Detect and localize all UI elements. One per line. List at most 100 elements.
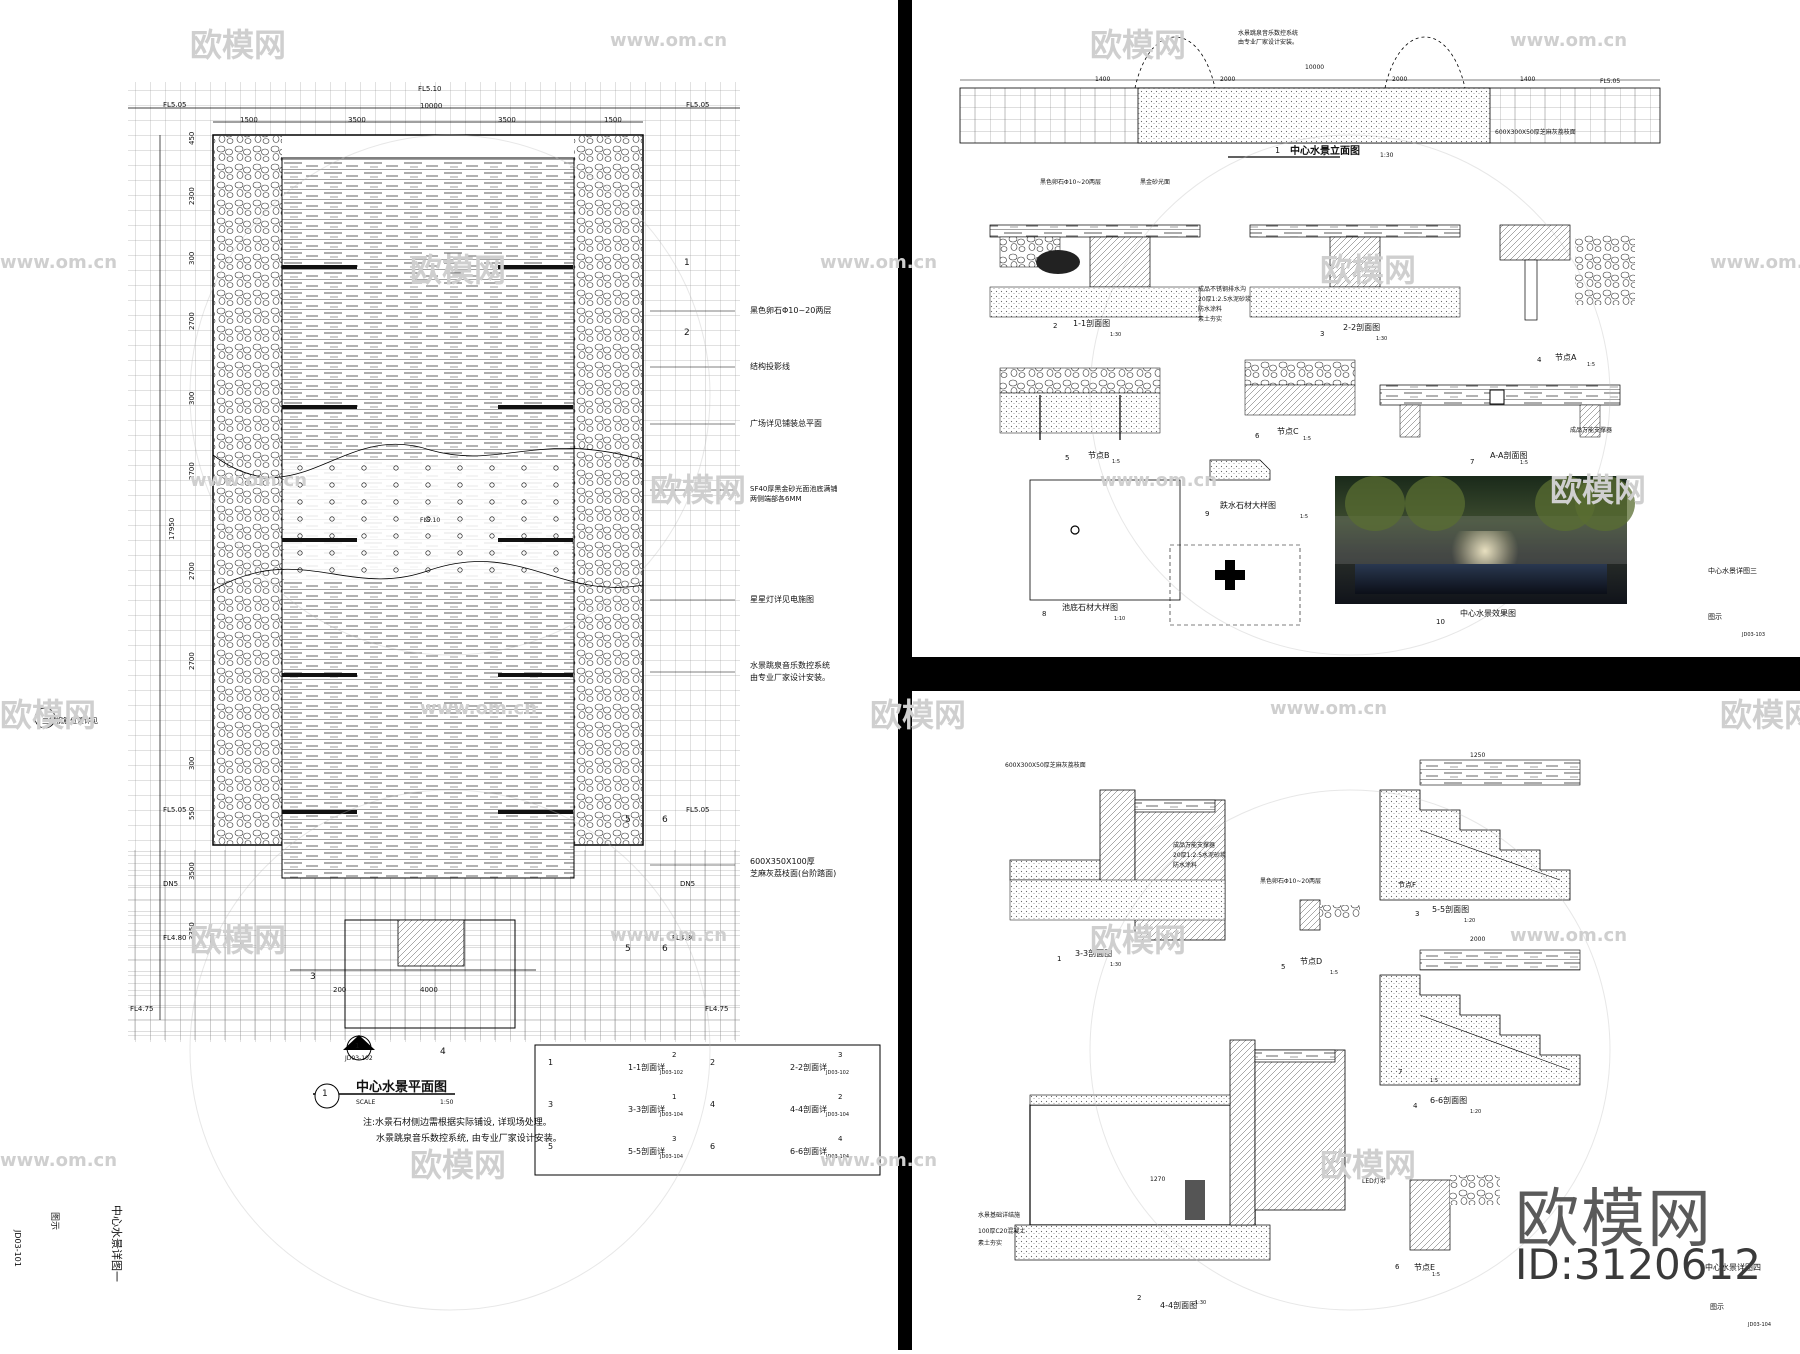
fountain-jet (393, 550, 399, 556)
elev-dim-5: 1400 (1520, 76, 1536, 83)
legend-label-b1: 2-2剖面详 (790, 1063, 828, 1072)
section-mark-4: 4 (440, 1047, 446, 1057)
callout-fountain-1: 水景跳泉音乐数控系统 (750, 661, 830, 670)
watermark-url-8: www.om.cn (420, 698, 538, 719)
node-a (1499, 224, 1635, 321)
watermark-brand-8: 欧模网 (870, 696, 967, 734)
level-tr: FL5.05 (686, 101, 710, 109)
watermark-url-4: www.om.cn (820, 252, 938, 273)
legend-label-a3: 5-5剖面详 (628, 1147, 666, 1156)
detail-7-no: 7 (1470, 458, 1475, 466)
tr-callout-2: 黑金砂光面 (1140, 179, 1171, 186)
br-detail-5-scale: 1:5 (1330, 970, 1339, 976)
node-d (1299, 899, 1360, 931)
dim-left: 300 (188, 756, 196, 770)
fountain-jet (425, 465, 431, 471)
fountain-jet (489, 567, 495, 573)
fountain-jet (361, 550, 367, 556)
fountain-jet (553, 550, 559, 556)
fountain-jet (329, 499, 335, 505)
fountain-jet (329, 465, 335, 471)
detail-5-scale: 1:5 (1112, 459, 1121, 465)
level-center: FL5.10 (420, 517, 441, 524)
sheet-name-left: 中心水景详图一 (110, 1205, 123, 1282)
sheet-divider-horizontal (898, 657, 1800, 691)
detail-3-no: 3 (1320, 330, 1325, 338)
br-detail-3-title: 5-5剖面图 (1432, 905, 1470, 914)
dim-left-total: 17950 (168, 517, 176, 540)
legend-num-a2: 3 (548, 1100, 554, 1109)
fountain-zone (284, 460, 572, 580)
br-callout-2: 黑色卵石Φ10~20两层 (1260, 878, 1322, 885)
section-3-3 (1009, 789, 1226, 941)
br-detail-1-no: 1 (1057, 955, 1062, 963)
nozzle-bar (498, 810, 573, 814)
dim-top-3: 3500 (498, 116, 516, 124)
fountain-jet (489, 550, 495, 556)
dim-bottom: 4000 (420, 986, 438, 994)
watermark-brand-2: 欧模网 (1090, 26, 1187, 64)
elev-dim-4: 2000 (1392, 76, 1408, 83)
elev-note-2: 由专业厂家设计安装。 (1238, 39, 1299, 46)
pool-floor-stone-detail (1029, 479, 1181, 601)
detail-9-no: 9 (1205, 510, 1210, 518)
legend-circ-a3: 3 (672, 1135, 677, 1143)
dim-left: 300 (188, 391, 196, 405)
section-mark-5: 5 (625, 815, 631, 825)
nozzle-bar (282, 265, 357, 269)
plan-note-1: 注:水景石材侧边需根据实际铺设, 详现场处理。 (363, 1118, 552, 1128)
br-detail-1-scale: 1:30 (1110, 962, 1122, 968)
br-dim-3: 1270 (1150, 1176, 1166, 1183)
fountain-jet (553, 516, 559, 522)
callout-plaza: 广场详见铺装总平面 (750, 419, 822, 428)
fountain-jet (553, 482, 559, 488)
nozzle-bar (282, 538, 357, 542)
dn-right: DN5 (680, 880, 696, 888)
bottom-right-detail-sheet (1009, 759, 1581, 1261)
fountain-jet (521, 482, 527, 488)
fountain-jet (297, 550, 303, 556)
fountain-jet (489, 533, 495, 539)
detail-8-title: 池底石材大样图 (1062, 603, 1118, 612)
br-detail-6-scale: 1:5 (1432, 1272, 1441, 1278)
detail-10-title: 中心水景效果图 (1460, 609, 1516, 618)
nozzle-bar (498, 673, 573, 677)
detail-8-no: 8 (1042, 610, 1047, 618)
watermark-brand-10: 欧模网 (190, 921, 287, 959)
fountain-jet (361, 499, 367, 505)
tr-sheet-code: JD03-103 (1742, 632, 1766, 638)
watermark-brand-4: 欧模网 (1320, 251, 1417, 289)
br-detail-5-no: 5 (1281, 963, 1286, 971)
fountain-jet (457, 567, 463, 573)
fountain-jet (393, 533, 399, 539)
callout-floor-2: 两侧端部各6MM (750, 495, 802, 503)
pebble-strip-left (214, 136, 282, 844)
detail-4-title: 节点A (1555, 353, 1577, 362)
detail-4-scale: 1:5 (1587, 362, 1596, 368)
dim-top-2: 3500 (348, 116, 366, 124)
legend-num-b3: 6 (710, 1142, 716, 1151)
fountain-jet (553, 465, 559, 471)
detail-2-scale: 1:30 (1110, 332, 1122, 338)
fountain-arc-left (1134, 36, 1216, 89)
watermark-url-6: www.om.cn (190, 470, 308, 491)
nozzle-bar (498, 405, 573, 409)
sheet-code-left: JD03-101 (13, 1230, 22, 1267)
tr-callout-4: 20厚1:2.5水泥砂浆 (1198, 296, 1252, 303)
plan-scale-word: SCALE (356, 1099, 376, 1106)
ref-circle-no: 1 (355, 1042, 360, 1050)
fountain-jet (393, 499, 399, 505)
elev-note-1: 水景跳泉音乐数控系统 (1238, 30, 1299, 37)
detail-2-no: 2 (1053, 322, 1058, 330)
level-bl: FL4.80 (163, 934, 187, 942)
detail-8-scale: 1:10 (1114, 616, 1126, 622)
detail-5-no: 5 (1065, 454, 1070, 462)
tr-sheet-sub: 图示 (1708, 613, 1722, 621)
detail-2-title: 1-1剖面图 (1073, 319, 1111, 328)
watermark-brand-1: 欧模网 (190, 26, 287, 64)
watermark-url-13: www.om.cn (820, 1150, 938, 1171)
fountain-jet (393, 516, 399, 522)
detail-6-no: 6 (1255, 432, 1260, 440)
watermark-url-7: www.om.cn (1100, 470, 1218, 491)
nozzle-bar (282, 673, 357, 677)
